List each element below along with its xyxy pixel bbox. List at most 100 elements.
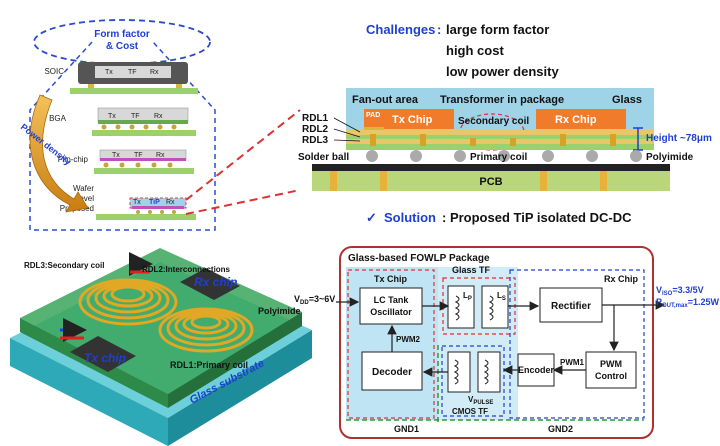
pwm-control-block [585, 351, 637, 389]
svg-text::: : [437, 22, 441, 37]
package-evolution: Form factor & Cost SOIC Tx TF Rx BGA [19, 19, 216, 231]
encoder-block [517, 353, 555, 387]
rx-chip-section [536, 109, 626, 129]
svg-text:PWM2: PWM2 [396, 335, 421, 344]
cmos-tf-inductor-1 [447, 351, 471, 393]
bga-package: BGA Tx TF Rx [49, 107, 196, 136]
challenge-3: low power density [446, 64, 559, 79]
svg-text:Rx Chip: Rx Chip [555, 114, 597, 126]
svg-text:Glass TF: Glass TF [452, 265, 491, 275]
cmos-tf-boundary [441, 345, 505, 417]
pcb-top-layer [312, 164, 670, 171]
svg-text:Polyimide: Polyimide [646, 152, 694, 163]
svg-text:CMOS TF: CMOS TF [452, 407, 488, 416]
svg-text:Solder ball: Solder ball [298, 152, 349, 163]
svg-text:Rectifier: Rectifier [551, 301, 591, 312]
pout-label: POUT,max=1.25W [656, 297, 719, 309]
svg-text:RDL1: RDL1 [302, 113, 329, 124]
power-density-label: Power density [19, 122, 73, 167]
vpulse-label: VPULSE [468, 395, 493, 406]
form-factor-label: Form factor [94, 29, 150, 40]
svg-text:Tx: Tx [112, 152, 120, 159]
viso-label: VISO=3.3/5V [656, 285, 704, 297]
tx-chip-3d-label: Tx chip [84, 351, 126, 365]
challenge-2: high cost [446, 43, 504, 58]
flipchip-package: Flip-chip Tx TF Rx [58, 149, 194, 174]
svg-text:PWM: PWM [600, 359, 622, 369]
svg-text:Oscillator: Oscillator [370, 307, 412, 317]
rx-chip-3d-label: Rx chip [194, 275, 237, 289]
svg-text:TF: TF [131, 113, 140, 120]
svg-text:Tx Chip: Tx Chip [392, 114, 433, 126]
svg-text:Rx Chip: Rx Chip [604, 274, 639, 284]
solution-line: ✓ Solution : Proposed TiP isolated DC-DC [366, 210, 632, 225]
svg-text:Encoder: Encoder [518, 365, 555, 375]
rdl3-secondary-label: RDL3:Secondary coil [24, 261, 104, 270]
rx-chip-3d [180, 268, 240, 300]
proposed-board [96, 214, 196, 220]
svg-text:Tx: Tx [105, 69, 113, 76]
rdl2-layer [346, 135, 654, 139]
vdd-label: VDD=3~6V [294, 294, 335, 306]
secondary-inductor-block [481, 285, 509, 329]
flipchip-board [94, 168, 194, 174]
tx-chip-3d [70, 336, 136, 372]
svg-text:LS: LS [497, 291, 506, 302]
svg-text:Tx Chip: Tx Chip [374, 274, 408, 284]
tx-chip-section [364, 109, 454, 129]
height-label: Height ~78μm [646, 133, 712, 144]
block-diagram: Glass-based FOWLP Package Tx Chip Glass … [294, 246, 719, 439]
svg-text:TF: TF [128, 69, 137, 76]
view-3d: RDL3:Secondary coil RDL2:Interconnection… [10, 248, 312, 446]
rx-chip-boundary [509, 269, 645, 419]
primary-coil-3d [78, 278, 178, 326]
power-density-arrow [29, 94, 89, 213]
fowlp-package-frame [339, 246, 654, 439]
svg-text:Rx: Rx [154, 113, 163, 120]
svg-text:Tx: Tx [133, 199, 141, 206]
svg-text:Glass: Glass [612, 94, 642, 106]
cmos-tf-inductor-2 [477, 351, 501, 393]
challenges-block: Challenges : large form factor high cost… [366, 22, 559, 79]
svg-text:level: level [78, 194, 95, 203]
svg-text:PAD: PAD [366, 112, 380, 119]
block-title: Glass-based FOWLP Package [348, 253, 490, 264]
bga-board [92, 130, 196, 136]
svg-text:LP: LP [463, 291, 472, 302]
lc-tank-oscillator-block [359, 287, 423, 325]
svg-text:Tx: Tx [108, 113, 116, 120]
cross-section: Fan-out area Transformer in package Glas… [298, 88, 712, 191]
challenge-1: large form factor [446, 22, 549, 37]
svg-text:RDL3: RDL3 [302, 135, 329, 146]
rdl1-layer [346, 130, 654, 135]
soic-label: SOIC [44, 67, 64, 76]
svg-text:LC Tank: LC Tank [374, 295, 410, 305]
flipchip-label: Flip-chip [58, 155, 89, 164]
polyimide-layer [346, 144, 654, 150]
svg-text:Rx: Rx [150, 69, 159, 76]
pcb-board [312, 171, 670, 191]
cost-label: & Cost [106, 41, 139, 52]
svg-text:Primary coil: Primary coil [470, 152, 527, 163]
svg-text:Rx: Rx [166, 199, 175, 206]
svg-text:GND1: GND1 [394, 424, 419, 434]
proposed-body [129, 197, 187, 209]
rdl1-primary-label: RDL1:Primary coil [170, 360, 248, 370]
svg-text:PCB: PCB [479, 176, 502, 188]
svg-text:Rx: Rx [156, 152, 165, 159]
rdl2-interconnect-label: RDL2:Interconnections [142, 265, 231, 274]
svg-text:TiP: TiP [149, 199, 160, 206]
primary-inductor-block [447, 285, 475, 329]
soic-board [70, 88, 198, 94]
polyimide-3d-label: Polyimide [258, 306, 301, 316]
svg-text:RDL2: RDL2 [302, 124, 329, 135]
tx-chip-boundary [347, 269, 435, 419]
rectifier-block [539, 287, 603, 323]
svg-text:GND2: GND2 [548, 424, 573, 434]
svg-text:Control: Control [595, 371, 627, 381]
svg-text:Wafer: Wafer [73, 184, 94, 193]
svg-text:Fan-out area: Fan-out area [352, 94, 419, 106]
decoder-block [361, 351, 423, 391]
svg-text:✓: ✓ [366, 210, 377, 225]
